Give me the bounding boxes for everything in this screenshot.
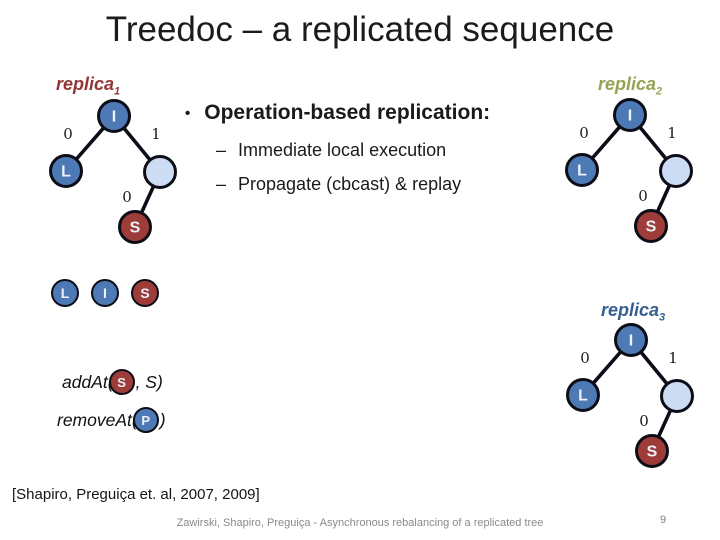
tree-node-right-child: [143, 155, 177, 189]
removeat-operation: removeAt( P ): [57, 407, 166, 433]
dash-marker: –: [216, 174, 227, 194]
removeat-node-p: P: [132, 407, 159, 433]
replica2-label-text: replica: [598, 74, 657, 94]
bullet-item-propagate: – Propagate (cbcast) & replay: [216, 174, 461, 195]
replica1-label: replica1: [56, 74, 120, 98]
tree-node-label: I: [629, 333, 633, 350]
addat-prefix: addAt(: [62, 371, 114, 392]
edge-label: 0: [639, 412, 649, 430]
replica3-tree: 0 1 0 I L S: [566, 323, 694, 468]
replica3-label: replica3: [601, 300, 665, 324]
edge-label: 0: [638, 187, 648, 205]
edge-label: 0: [63, 125, 73, 143]
page-number: 9: [660, 514, 667, 526]
tree-node-root: [614, 323, 648, 357]
replica1-label-sub: 1: [114, 85, 121, 98]
bullet-marker: •: [185, 105, 191, 122]
tree-node-right-child: [660, 379, 694, 413]
replica2-label-sub: 2: [656, 85, 663, 98]
tree-node-label: I: [112, 109, 116, 126]
tree-node-right-grandchild: [635, 434, 669, 468]
edge-label: 0: [579, 124, 589, 142]
footer-text: Zawirski, Shapiro, Preguiça - Asynchrono…: [176, 517, 544, 529]
tree-node-right-grandchild: [634, 209, 668, 243]
tree-node-right-child: [659, 154, 693, 188]
tree-node-label: I: [628, 108, 632, 125]
replica1-tree: 0 1 0 I L S: [49, 99, 177, 244]
addat-suffix: , S): [135, 371, 163, 392]
replica1-label-text: replica: [56, 74, 115, 94]
citation: [Shapiro, Preguiça et. al, 2007, 2009]: [12, 486, 260, 503]
tree-node-root: [97, 99, 131, 133]
tree-node-left-child: [566, 378, 600, 412]
tree-node-label: L: [577, 163, 587, 180]
replica2-tree: 0 1 0 I L S: [565, 98, 693, 243]
tree-node-root: [613, 98, 647, 132]
edge-label: 1: [151, 125, 161, 143]
sequence-result-row: L I S: [51, 279, 159, 307]
slide-title: Treedoc – a replicated sequence: [105, 10, 615, 49]
replica2-label: replica2: [598, 74, 662, 98]
sequence-node-l: L: [51, 279, 79, 307]
tree-node-left-child: [565, 153, 599, 187]
removeat-prefix: removeAt(: [57, 409, 138, 430]
tree-node-right-grandchild: [118, 210, 152, 244]
tree-node-label: L: [61, 164, 71, 181]
removeat-suffix: ): [159, 409, 166, 430]
edge-label: 1: [668, 349, 678, 367]
sequence-node-i: I: [91, 279, 119, 307]
bullet-item-text: Propagate (cbcast) & replay: [238, 174, 462, 194]
replica3-label-text: replica: [601, 300, 660, 320]
edge-label: 0: [122, 188, 132, 206]
tree-node-label: S: [647, 444, 658, 461]
sequence-node-s: S: [131, 279, 159, 307]
addat-node-s: S: [108, 369, 135, 395]
tree-node-left-child: [49, 154, 83, 188]
addat-operation: addAt( S , S): [62, 369, 163, 395]
tree-node-label: S: [646, 219, 657, 236]
tree-node-label: S: [130, 220, 141, 237]
bullet-heading-text: Operation-based replication:: [204, 101, 491, 124]
edge-label: 0: [580, 349, 590, 367]
tree-node-label: L: [578, 388, 588, 405]
bullet-heading: • Operation-based replication:: [185, 101, 490, 125]
replica3-label-sub: 3: [659, 311, 666, 324]
bullet-item-immediate: – Immediate local execution: [216, 140, 446, 161]
edge-label: 1: [667, 124, 677, 142]
bullet-item-text: Immediate local execution: [238, 140, 447, 160]
dash-marker: –: [216, 140, 227, 160]
